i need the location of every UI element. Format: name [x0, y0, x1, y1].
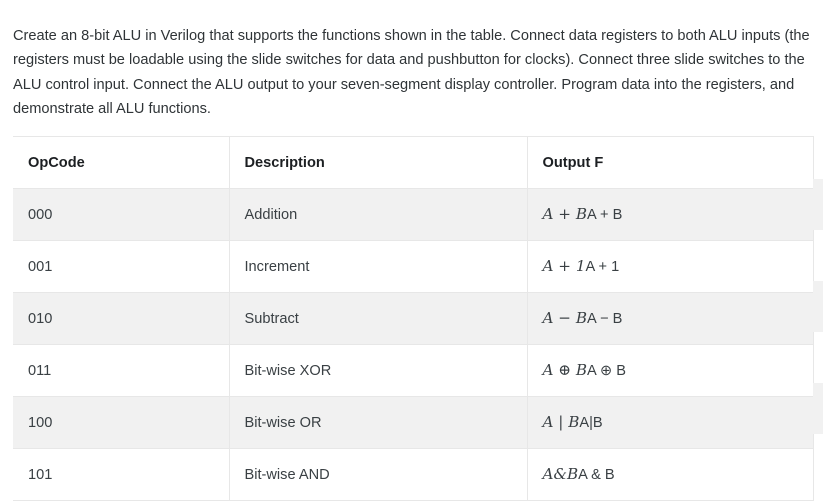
- cell-description: Bit-wise OR: [229, 396, 528, 450]
- math-italic-part: A | B: [542, 413, 580, 432]
- math-italic-part: A + 1: [542, 257, 586, 276]
- table-row: 000 Addition A + BA + B: [13, 188, 814, 242]
- table-row: 101 Bit-wise AND A&BA & B: [13, 448, 814, 501]
- cell-opcode: 011: [13, 344, 230, 398]
- cell-opcode: 001: [13, 240, 230, 294]
- cell-opcode: 010: [13, 292, 230, 346]
- table-row: 100 Bit-wise OR A | BA|B: [13, 396, 814, 450]
- document-page: Create an 8-bit ALU in Verilog that supp…: [0, 14, 823, 501]
- math-plain-part: A ⊕ B: [587, 363, 627, 380]
- cell-output: A − BA − B: [527, 292, 814, 346]
- cell-opcode: 000: [13, 188, 230, 242]
- cell-description: Addition: [229, 188, 528, 242]
- opcode-table-container: OpCode Description Output F 000 Addition…: [13, 136, 814, 501]
- stripe-bleed-row-5: [813, 382, 823, 434]
- math-plain-part: A + B: [587, 207, 623, 224]
- table-body: 000 Addition A + BA + B 001 Increment A …: [13, 188, 814, 501]
- table-header: OpCode Description Output F: [13, 136, 814, 190]
- math-expression: A − BA − B: [542, 309, 623, 328]
- math-italic-part: A + B: [542, 205, 588, 224]
- math-italic-part: A − B: [542, 309, 588, 328]
- cell-opcode: 100: [13, 396, 230, 450]
- cell-output: A + BA + B: [527, 188, 814, 242]
- math-expression: A ⊕ BA ⊕ B: [542, 361, 627, 380]
- math-expression: A&BA & B: [542, 465, 615, 484]
- cell-output: A&BA & B: [527, 448, 814, 501]
- math-expression: A + BA + B: [542, 205, 623, 224]
- cell-output: A | BA|B: [527, 396, 814, 450]
- cell-description: Increment: [229, 240, 528, 294]
- cell-output: A + 1A + 1: [527, 240, 814, 294]
- math-expression: A + 1A + 1: [542, 257, 620, 276]
- cell-description: Subtract: [229, 292, 528, 346]
- cell-description: Bit-wise AND: [229, 448, 528, 501]
- math-plain-part: A & B: [578, 467, 615, 484]
- cell-output: A ⊕ BA ⊕ B: [527, 344, 814, 398]
- math-plain-part: A|B: [579, 415, 603, 432]
- table-header-row: OpCode Description Output F: [13, 136, 814, 190]
- math-expression: A | BA|B: [542, 413, 603, 432]
- table-row: 010 Subtract A − BA − B: [13, 292, 814, 346]
- table-row: 011 Bit-wise XOR A ⊕ BA ⊕ B: [13, 344, 814, 398]
- cell-opcode: 101: [13, 448, 230, 501]
- cell-description: Bit-wise XOR: [229, 344, 528, 398]
- assignment-prompt: Create an 8-bit ALU in Verilog that supp…: [13, 27, 810, 118]
- column-header-output: Output F: [527, 136, 814, 190]
- math-plain-part: A − B: [587, 311, 623, 328]
- opcode-table: OpCode Description Output F 000 Addition…: [13, 136, 814, 501]
- stripe-bleed-row-1: [813, 178, 823, 230]
- column-header-opcode: OpCode: [13, 136, 230, 190]
- math-italic-part: A&B: [542, 465, 579, 484]
- math-plain-part: A + 1: [585, 259, 620, 276]
- column-header-description: Description: [229, 136, 528, 190]
- stripe-bleed-row-3: [813, 280, 823, 332]
- table-row: 001 Increment A + 1A + 1: [13, 240, 814, 294]
- math-italic-part: A ⊕ B: [542, 361, 588, 380]
